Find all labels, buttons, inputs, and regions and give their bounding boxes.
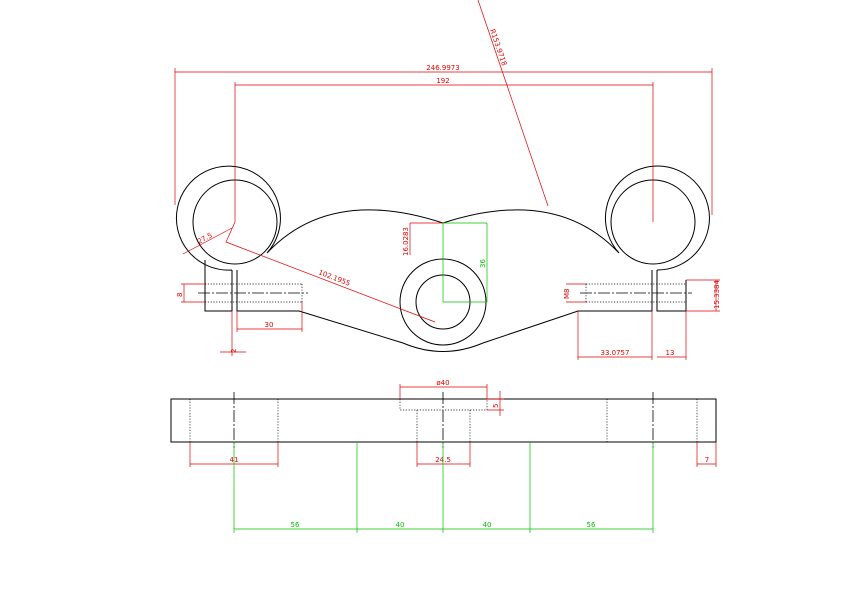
top-diameter-label: ø40	[436, 379, 449, 387]
thread-label: M8	[563, 289, 571, 300]
center-distance-label: 192	[436, 77, 449, 85]
front-view-dimensions: ø40 5 41 24.5 7 56 40 40 56	[189, 379, 717, 533]
hole-left-label: 30	[265, 321, 274, 329]
left-clamp	[204, 260, 687, 352]
top-view-dimensions: 246.9973 192 R153.9718 27.5 102.1955 16.…	[174, 0, 721, 360]
end-radius-label: 27.5	[196, 231, 214, 245]
front-step	[399, 399, 488, 411]
right-offset-label: 13	[666, 349, 675, 357]
depth-red-label: 16.0283	[402, 227, 410, 256]
step-depth-label: 5	[492, 404, 500, 408]
right-height-label: 15.3384	[713, 280, 721, 309]
spacing-label-2: 40	[396, 521, 405, 529]
right-length-label: 33.0757	[601, 349, 630, 357]
front-body	[170, 398, 717, 443]
arc-radius-label: R153.9718	[488, 28, 508, 67]
depth-green-label: 36	[479, 259, 487, 268]
diagonal-label: 102.1955	[317, 268, 351, 287]
slot-width-label: 2	[230, 349, 238, 353]
front-view-outline	[170, 392, 717, 448]
spacing-label-3: 40	[483, 521, 492, 529]
slot-height-label: 8	[176, 293, 184, 297]
edge-right-label: 7	[705, 456, 709, 464]
spacing-label-4: 56	[587, 521, 596, 529]
spacing-label-1: 56	[291, 521, 300, 529]
overall-width-label: 246.9973	[426, 64, 459, 72]
